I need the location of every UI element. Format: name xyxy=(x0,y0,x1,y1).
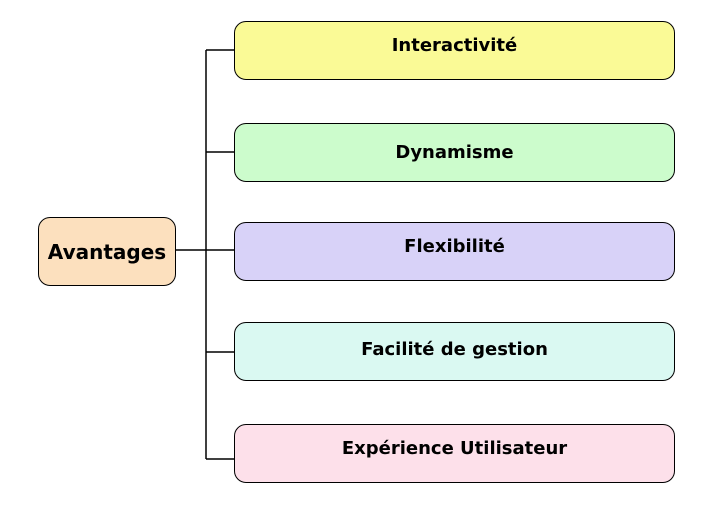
branch-node-interactivite: Interactivité xyxy=(234,21,675,80)
branch-label: Interactivité xyxy=(391,35,518,56)
branch-label: Expérience Utilisateur xyxy=(341,438,568,459)
branch-label: Facilité de gestion xyxy=(361,339,548,360)
branch-node-flexibilite: Flexibilité xyxy=(234,222,675,281)
root-node: Avantages xyxy=(38,217,176,286)
branch-label: Dynamisme xyxy=(395,142,514,163)
branch-node-dynamisme: Dynamisme xyxy=(234,123,675,182)
branch-label: Flexibilité xyxy=(404,236,505,257)
branch-node-facilite-de-gestion: Facilité de gestion xyxy=(234,322,675,381)
branch-node-experience-utilisateur: Expérience Utilisateur xyxy=(234,424,675,483)
root-label: Avantages xyxy=(47,239,167,264)
